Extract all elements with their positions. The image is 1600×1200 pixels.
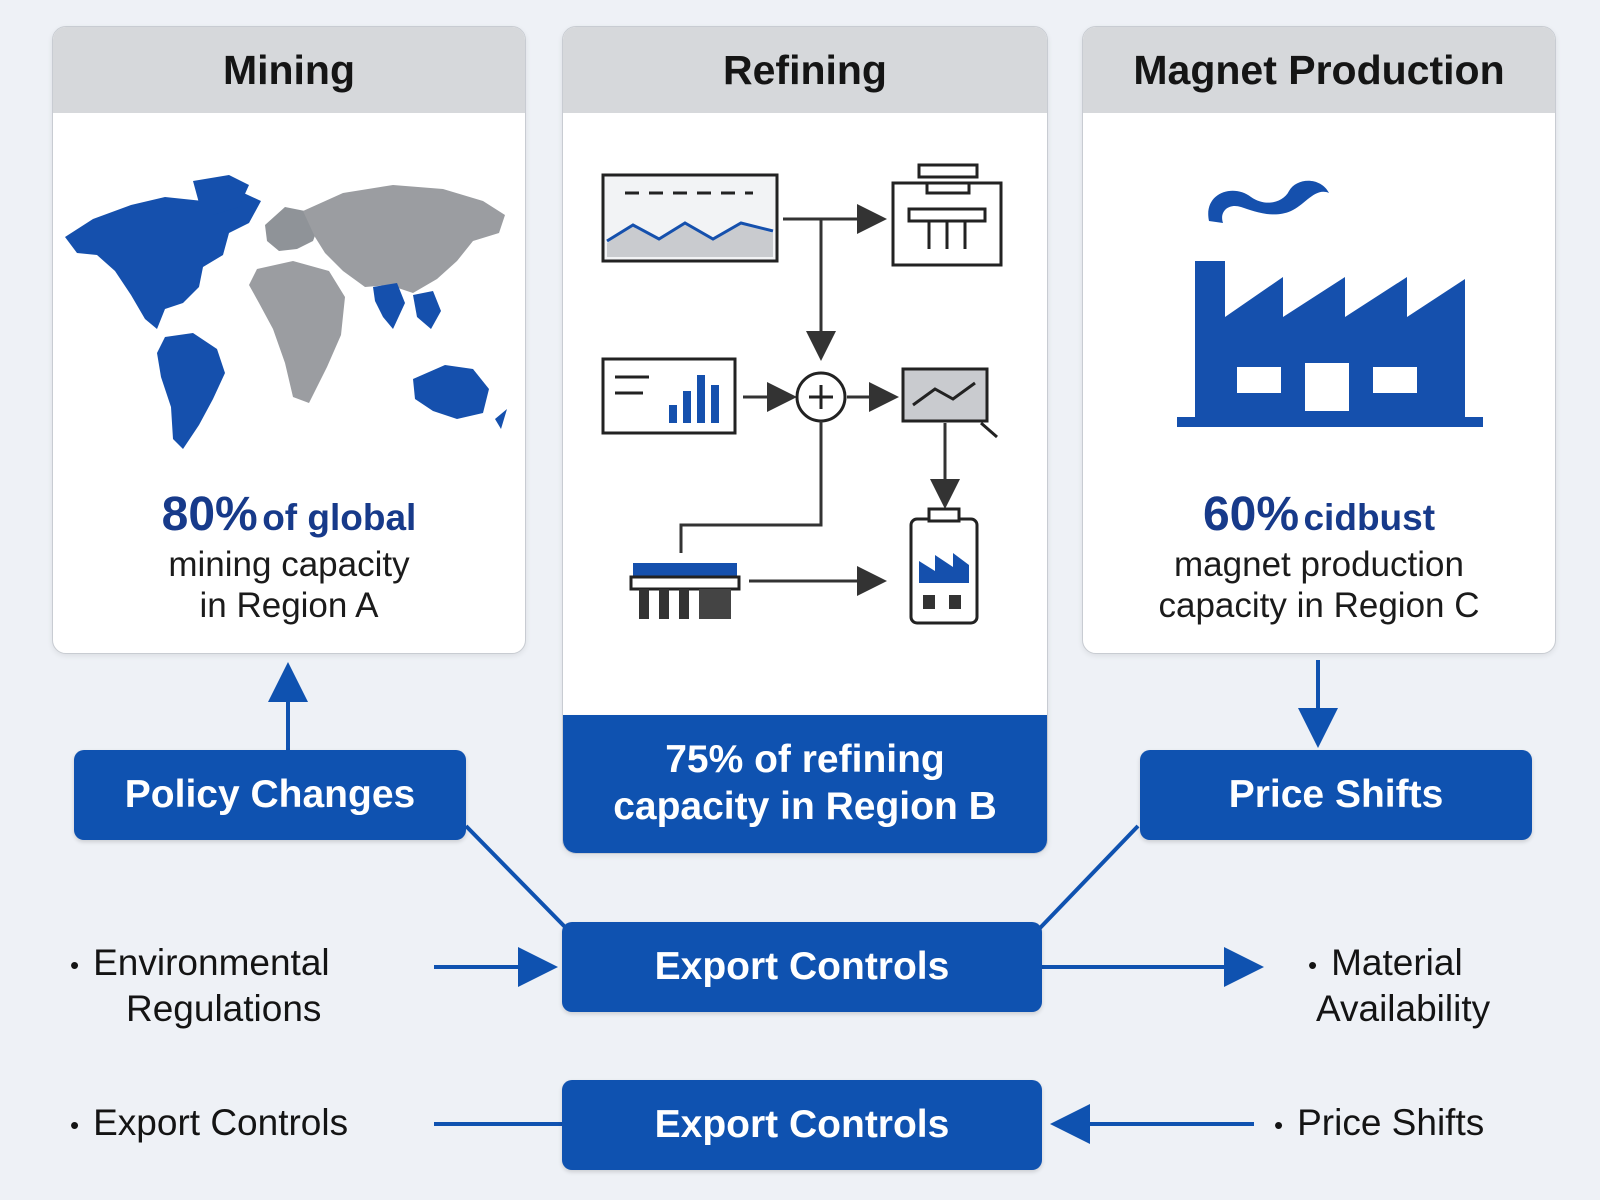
refining-stat-line1: 75% of refining [665,738,945,782]
magnet-production-card-title: Magnet Production [1083,27,1555,113]
mining-stat-line2: mining capacity [168,544,410,584]
world-map-icon [65,175,507,449]
bullet-export-controls-label: Export Controls [93,1102,349,1143]
bullet-marker: • [1274,1109,1284,1140]
magnet-stat-lead: cidbust [1303,497,1436,538]
mining-stat-lead: of global [262,497,417,538]
bullet-environmental-line2: Regulations [126,988,322,1030]
price-shifts-box: Price Shifts [1140,750,1532,840]
mining-stat-percent: 80% [161,488,258,541]
policy-changes-box: Policy Changes [74,750,466,840]
bullet-material-line1: Material [1331,942,1463,983]
export-controls-box-bottom: Export Controls [562,1080,1042,1170]
bullet-marker: • [70,949,80,980]
mining-card: Mining 80% of global mining capacity in … [52,26,526,654]
bullet-environmental-regulations: • Environmental Regulations [70,940,330,1033]
refining-card: Refining [562,26,1048,854]
bullet-material-line2: Availability [1316,988,1491,1030]
bullet-marker: • [70,1109,80,1140]
bullet-price-shifts-label: Price Shifts [1297,1102,1485,1143]
refining-stat-box: 75% of refining capacity in Region B [563,715,1047,853]
mining-stat: 80% of global mining capacity in Region … [53,487,525,626]
magnet-stat-percent: 60% [1202,488,1300,541]
bullet-environmental-line1: Environmental [93,942,330,983]
refining-card-title: Refining [563,27,1047,113]
magnet-production-card: Magnet Production 60% cidbust magnet pro… [1082,26,1556,654]
process-flow-icon [601,163,1003,625]
magnet-stat-line2: magnet production [1174,544,1464,584]
refining-stat-line2: capacity in Region B [613,785,997,828]
bullet-export-controls: • Export Controls [70,1100,348,1146]
export-controls-box-top: Export Controls [562,922,1042,1012]
bullet-material-availability: • Material Availability [1308,940,1490,1033]
magnet-stat: 60% cidbust magnet production capacity i… [1083,487,1555,626]
bullet-marker: • [1308,949,1318,980]
bullet-price-shifts: • Price Shifts [1274,1100,1484,1146]
mining-card-title: Mining [53,27,525,113]
magnet-stat-line3: capacity in Region C [1158,585,1480,625]
mining-stat-line3: in Region A [199,585,379,625]
factory-icon [1177,180,1483,427]
